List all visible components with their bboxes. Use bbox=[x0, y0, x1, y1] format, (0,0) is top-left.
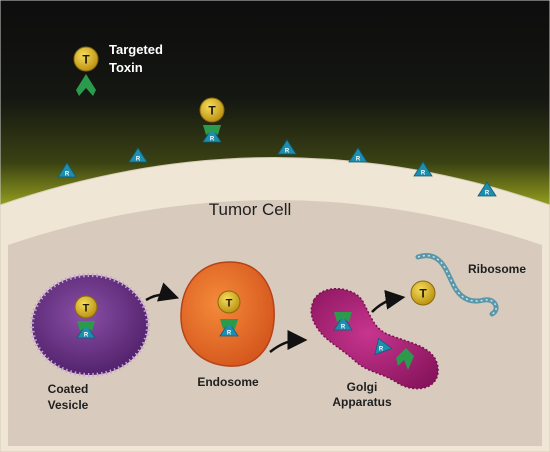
arrow-golgi-to-toxin bbox=[371, 289, 406, 313]
vesicle-receptor-icon bbox=[76, 323, 96, 339]
targeted-toxin-label-2: Toxin bbox=[109, 60, 143, 75]
golgi-receptor-icon-2 bbox=[374, 337, 393, 356]
golgi-label-1: Golgi bbox=[347, 380, 378, 394]
receptor-1: R bbox=[57, 162, 77, 178]
tumor-cell-label: Tumor Cell bbox=[209, 200, 292, 219]
endosome-receptor-icon bbox=[219, 321, 239, 337]
receptor-2: R bbox=[128, 147, 148, 163]
ribosome-label: Ribosome bbox=[468, 262, 526, 276]
golgi-apparatus: R R bbox=[310, 288, 439, 390]
svg-text:R: R bbox=[341, 325, 346, 331]
receptor-3: R bbox=[277, 139, 297, 155]
endosome: R T bbox=[180, 261, 275, 367]
endosome-toxin-icon bbox=[217, 290, 241, 314]
svg-text:R: R bbox=[485, 191, 490, 197]
golgi-label-2: Apparatus bbox=[332, 395, 392, 409]
svg-text:R: R bbox=[136, 157, 141, 163]
bound-toxin-ball-icon bbox=[199, 97, 225, 123]
receptor-4: R bbox=[348, 147, 368, 163]
receptor-5: R bbox=[413, 161, 433, 177]
membrane-receptors: R R R R R R bbox=[57, 139, 497, 197]
coated-vesicle-label-1: Coated bbox=[48, 382, 89, 396]
coated-vesicle-label-2: Vesicle bbox=[48, 398, 89, 412]
svg-text:T: T bbox=[83, 303, 90, 315]
svg-text:R: R bbox=[84, 333, 89, 339]
endosome-binder-icon bbox=[220, 319, 238, 329]
bound-binder-icon bbox=[203, 125, 221, 135]
svg-text:R: R bbox=[65, 172, 70, 178]
svg-text:T: T bbox=[226, 298, 233, 310]
released-toxin: T bbox=[410, 280, 436, 306]
svg-text:R: R bbox=[210, 137, 215, 143]
bound-toxin-on-membrane: R T bbox=[199, 97, 225, 143]
receptor-6: R bbox=[477, 181, 497, 197]
ribosome-strand-pattern bbox=[417, 254, 497, 315]
arrow-endosome-to-golgi bbox=[269, 330, 308, 353]
golgi-binder-icon-1 bbox=[334, 312, 352, 322]
golgi-receptor-icon-1 bbox=[333, 315, 353, 331]
svg-text:R: R bbox=[421, 171, 426, 177]
endosome-label: Endosome bbox=[197, 375, 259, 389]
endosome-body bbox=[180, 261, 275, 367]
toxin-symbol: T bbox=[82, 53, 90, 67]
vesicle-binder-icon bbox=[77, 321, 95, 331]
released-toxin-icon bbox=[410, 280, 436, 306]
free-targeted-toxin: T bbox=[73, 46, 99, 96]
golgi-binder-icon-2 bbox=[396, 348, 414, 370]
svg-text:T: T bbox=[419, 287, 427, 301]
svg-text:R: R bbox=[227, 331, 232, 337]
arrow-vesicle-to-endosome bbox=[145, 282, 180, 302]
vesicle-toxin-icon bbox=[74, 295, 98, 319]
svg-text:R: R bbox=[285, 149, 290, 155]
svg-text:T: T bbox=[208, 104, 216, 118]
toxin-binder-icon bbox=[76, 74, 96, 96]
coated-vesicle: R T bbox=[30, 273, 150, 377]
targeted-toxin-label-1: Targeted bbox=[109, 42, 163, 57]
svg-text:R: R bbox=[379, 347, 384, 353]
bound-receptor-icon bbox=[202, 127, 222, 143]
svg-text:R: R bbox=[356, 157, 361, 163]
toxin-ball-icon bbox=[73, 46, 99, 72]
